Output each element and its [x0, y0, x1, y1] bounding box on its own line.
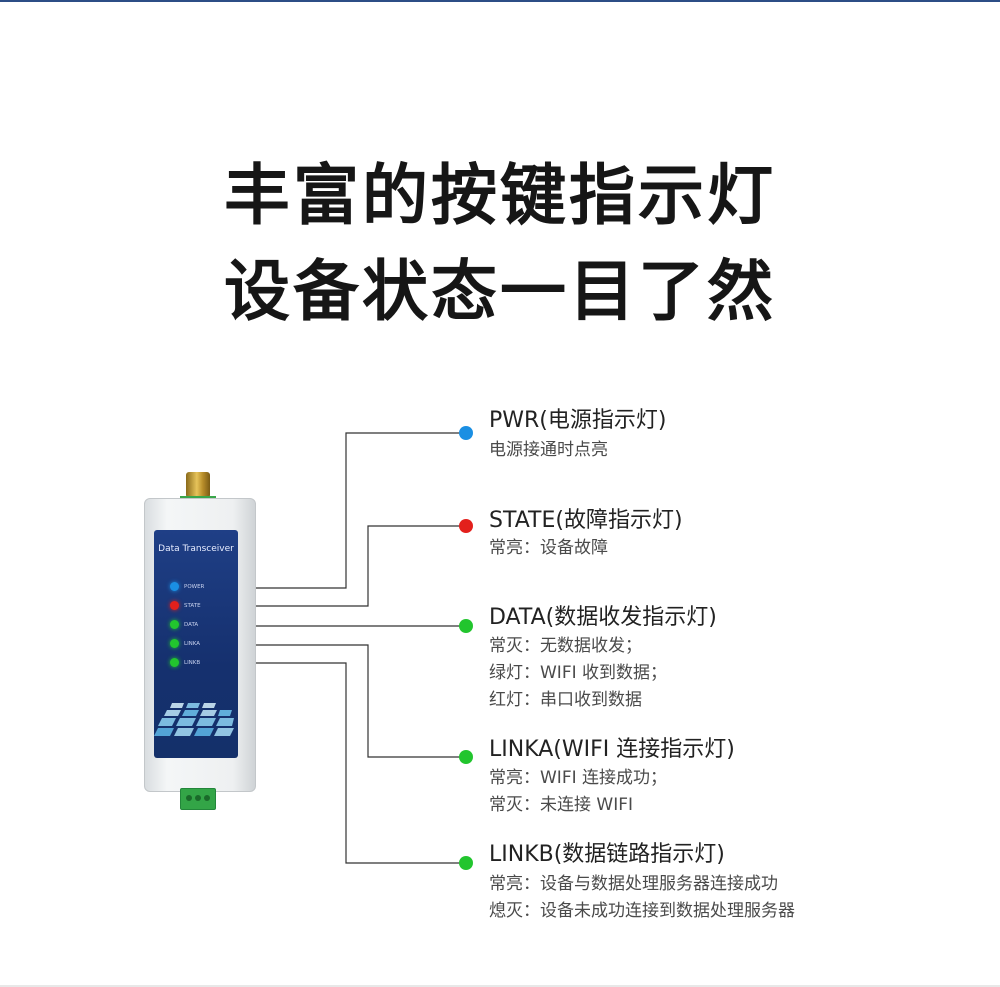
indicator-dot-pwr	[459, 426, 473, 440]
indicator-dot-linka	[459, 750, 473, 764]
indicator-desc-data-2: 绿灯：WIFI 收到数据；	[489, 663, 668, 683]
led-linkb	[170, 658, 179, 667]
headline-line-2: 设备状态一目了然	[224, 253, 776, 330]
top-rule	[0, 0, 1000, 2]
indicator-title-linka: LINKA(WIFI 连接指示灯)	[489, 737, 735, 762]
indicator-title-state: STATE(故障指示灯)	[489, 508, 683, 533]
led-label-power: POWER	[184, 584, 205, 590]
indicator-desc-data-3: 红灯：串口收到数据	[489, 690, 642, 710]
led-power	[170, 582, 179, 591]
indicator-desc-data-1: 常灭：无数据收发；	[489, 636, 642, 656]
led-linka	[170, 639, 179, 648]
indicator-title-linkb: LINKB(数据链路指示灯)	[489, 842, 725, 867]
indicator-title-pwr: PWR(电源指示灯)	[489, 408, 667, 433]
led-data	[170, 620, 179, 629]
headline-line-1: 丰富的按键指示灯	[224, 157, 776, 234]
indicator-dot-state	[459, 519, 473, 533]
indicator-dot-linkb	[459, 856, 473, 870]
terminal-block-icon	[180, 788, 216, 810]
led-label-state: STATE	[184, 603, 201, 609]
indicator-desc-linkb-2: 熄灭：设备未成功连接到数据处理服务器	[489, 901, 795, 921]
device-illustration: Data Transceiver POWER STATE DATA LINKA …	[140, 470, 258, 810]
indicator-desc-pwr-1: 电源接通时点亮	[489, 440, 608, 460]
indicator-dot-data	[459, 619, 473, 633]
bottom-rule	[0, 985, 1000, 987]
led-label-data: DATA	[184, 622, 199, 628]
device-front-panel: Data Transceiver POWER STATE DATA LINKA …	[154, 530, 238, 758]
indicator-desc-linka-2: 常灭：未连接 WIFI	[489, 795, 634, 815]
indicator-desc-linka-1: 常亮：WIFI 连接成功；	[489, 768, 668, 788]
panel-tile-graphic	[154, 703, 234, 736]
indicator-title-data: DATA(数据收发指示灯)	[489, 605, 717, 630]
indicator-desc-linkb-1: 常亮：设备与数据处理服务器连接成功	[489, 874, 778, 894]
indicator-desc-state-1: 常亮：设备故障	[489, 538, 608, 558]
led-label-linka: LINKA	[184, 641, 201, 647]
led-label-linkb: LINKB	[184, 660, 201, 666]
led-state	[170, 601, 179, 610]
panel-title: Data Transceiver	[158, 544, 234, 554]
